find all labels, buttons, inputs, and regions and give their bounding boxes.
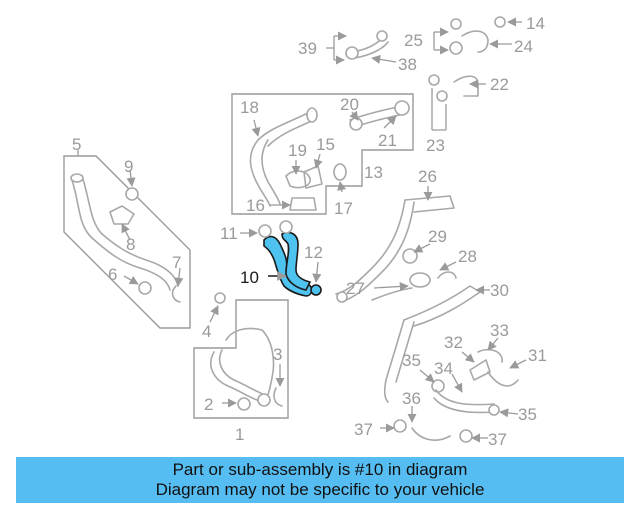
callout-37: 37: [354, 420, 373, 439]
callout-36: 36: [402, 389, 421, 408]
callout-4: 4: [202, 322, 211, 341]
callout-2: 2: [204, 395, 213, 414]
leader-lines: [121, 17, 527, 443]
callout-10[interactable]: 10: [240, 268, 259, 287]
callout-33: 33: [490, 321, 509, 340]
right-hoses: [335, 195, 519, 443]
callout-1: 1: [235, 425, 244, 444]
banner-line-2: Diagram may not be specific to your vehi…: [155, 480, 485, 499]
parts-diagram: 1 2 3 4 5 6 7 8 9 10 11 12 13 14 15 16 1…: [63, 14, 547, 449]
callout-9: 9: [124, 157, 133, 176]
callout-3: 3: [273, 345, 282, 364]
callout-6: 6: [108, 265, 117, 284]
callout-28: 28: [458, 247, 477, 266]
callout-21: 21: [378, 131, 397, 150]
callout-30: 30: [490, 281, 509, 300]
callout-7: 7: [172, 253, 181, 272]
callout-38: 38: [398, 55, 417, 74]
callout-8: 8: [126, 235, 135, 254]
part-10-highlighted[interactable]: [263, 231, 322, 297]
assembly-group-1: [193, 292, 289, 419]
callout-25: 25: [404, 31, 423, 50]
callout-31: 31: [528, 346, 547, 365]
callout-35b: 35: [518, 405, 537, 424]
callout-11: 11: [220, 224, 238, 243]
callout-5: 5: [72, 135, 81, 154]
clamps-11-12: [258, 220, 293, 238]
assembly-group-5: [63, 155, 191, 329]
callout-27: 27: [346, 279, 365, 298]
callout-34: 34: [434, 359, 453, 378]
callout-35: 35: [402, 351, 421, 370]
callout-26: 26: [418, 167, 437, 186]
callout-15: 15: [316, 135, 335, 154]
callout-20: 20: [340, 95, 359, 114]
assembly-group-13: [231, 93, 414, 215]
callout-29: 29: [428, 227, 447, 246]
callout-32: 32: [444, 333, 463, 352]
callout-39: 39: [298, 39, 317, 58]
callout-18: 18: [240, 98, 259, 117]
callout-12: 12: [304, 243, 323, 262]
callout-19: 19: [288, 141, 307, 160]
top-right-hoses: [345, 16, 506, 102]
callout-37b: 37: [488, 430, 507, 449]
callout-numbers: 1 2 3 4 5 6 7 8 9 10 11 12 13 14 15 16 1…: [72, 14, 547, 449]
info-banner: Part or sub-assembly is #10 in diagram D…: [16, 457, 624, 503]
callout-23: 23: [426, 136, 445, 155]
banner-line-1: Part or sub-assembly is #10 in diagram: [172, 460, 468, 479]
callout-24: 24: [514, 37, 533, 56]
callout-22: 22: [490, 75, 509, 94]
callout-16: 16: [246, 196, 265, 215]
callout-17: 17: [334, 199, 353, 218]
callout-13: 13: [364, 163, 383, 182]
callout-14: 14: [526, 14, 545, 33]
